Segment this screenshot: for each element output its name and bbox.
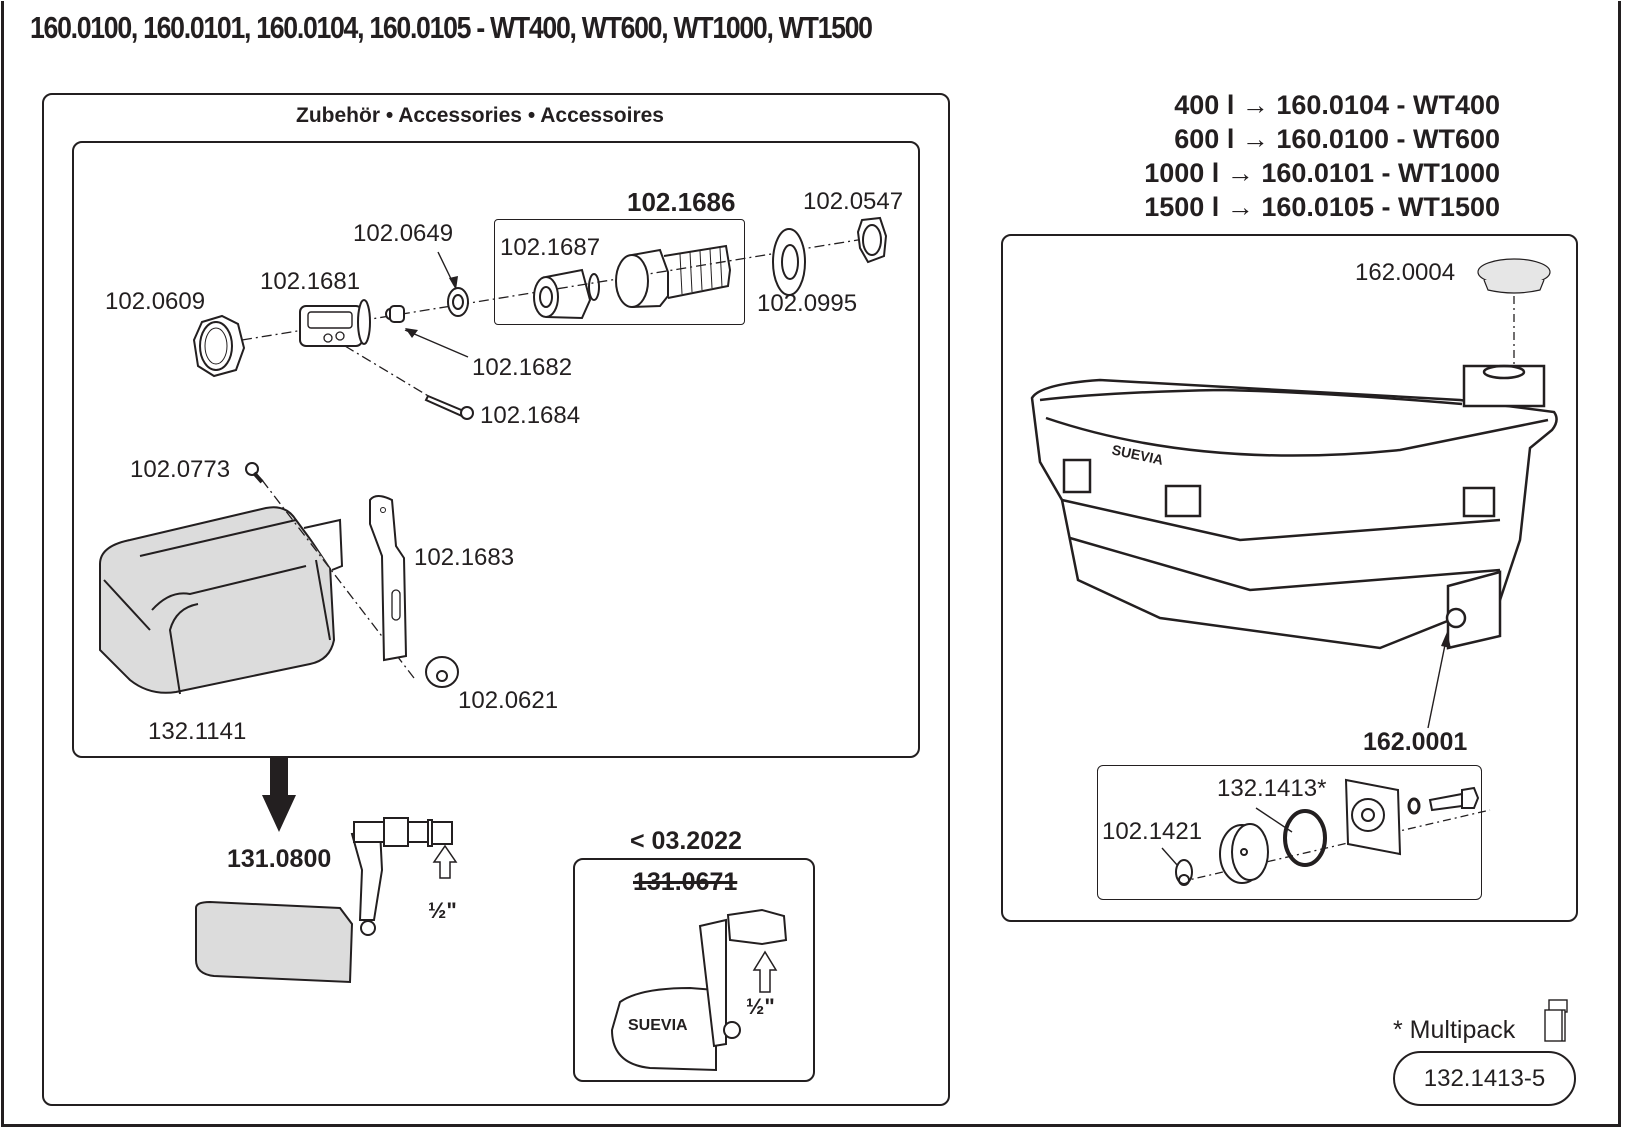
variant-row: 1000 l → 160.0101 - WT1000 (1144, 158, 1500, 188)
part-label: 102.0621 (458, 687, 559, 714)
part-label: 102.0995 (757, 290, 858, 317)
variant-row: 1500 l → 160.0105 - WT1500 (1144, 192, 1500, 222)
part-label: 102.1683 (414, 544, 515, 571)
old-version-panel (573, 858, 815, 1082)
multipack-note: * Multipack (1393, 1016, 1516, 1044)
drain-label: 162.0001 (1363, 728, 1468, 756)
assembly-label: 131.0800 (227, 845, 332, 873)
part-label: 102.1682 (472, 354, 573, 381)
accessories-exploded-view (72, 141, 920, 758)
old-version-date: < 03.2022 (630, 827, 742, 855)
thread-size-label: ½" (428, 898, 457, 923)
cap-label: 162.0004 (1355, 259, 1456, 286)
variant-row: 600 l → 160.0100 - WT600 (1174, 124, 1500, 154)
part-label: 102.1687 (500, 234, 601, 261)
multipack-code-badge: 132.1413-5 (1393, 1051, 1576, 1106)
old-thread-size-label: ½" (746, 994, 775, 1019)
o-ring-label: 132.1413* (1217, 775, 1327, 802)
old-part-label: 131.0671 (633, 868, 738, 896)
part-label: 102.0609 (105, 288, 206, 315)
part-label: 102.0649 (353, 220, 454, 247)
accessories-panel (42, 93, 950, 1106)
variant-list: 400 l → 160.0104 - WT400 600 l → 160.010… (1080, 88, 1500, 224)
part-label: 102.0773 (130, 456, 231, 483)
part-label: 132.1141 (148, 718, 247, 745)
kit-label: 102.1686 (627, 187, 736, 217)
variant-row: 400 l → 160.0104 - WT400 (1174, 90, 1500, 120)
page-title: 160.0100, 160.0101, 160.0104, 160.0105 -… (30, 10, 873, 45)
part-label: 102.1681 (260, 268, 361, 295)
part-label: 102.0547 (803, 188, 904, 215)
wing-nut-label: 102.1421 (1102, 818, 1203, 845)
part-label: 102.1684 (480, 402, 581, 429)
tank-panel (1001, 234, 1578, 922)
accessories-header: Zubehör • Accessories • Accessoires (296, 104, 664, 127)
